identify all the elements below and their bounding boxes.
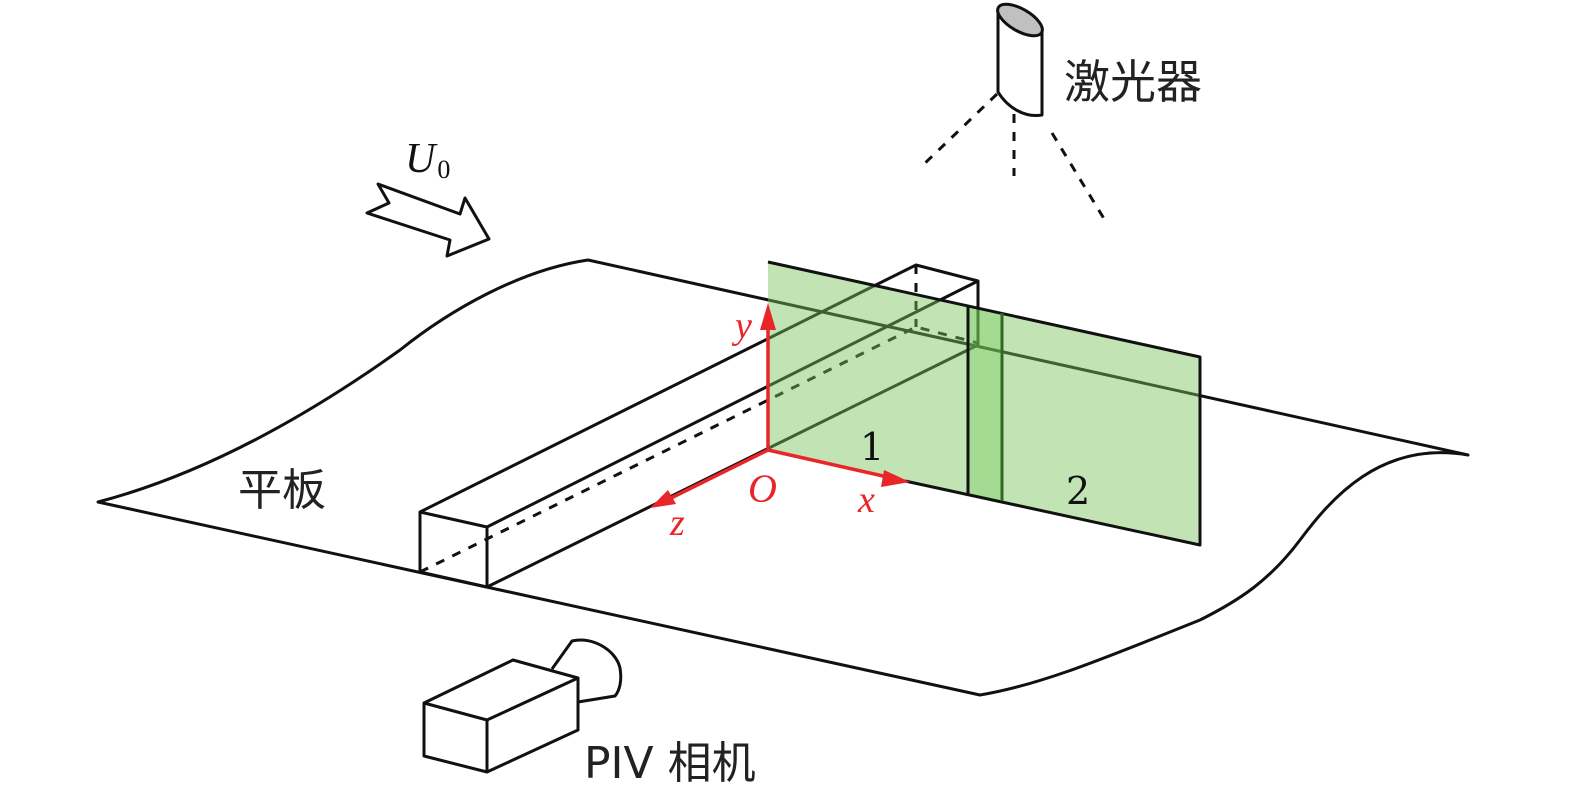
velocity-label: U0 (405, 136, 450, 184)
plate-label: 平板 (238, 465, 326, 516)
flat-plate (96, 258, 1470, 697)
flow-arrow-icon (365, 182, 491, 258)
square-bar (418, 263, 980, 589)
axis-z-label: z (669, 502, 685, 544)
origin-label: O (748, 466, 777, 511)
axis-x-label: x (857, 479, 875, 521)
measurement-strip (968, 306, 1002, 501)
laser-label: 激光器 (1064, 55, 1202, 109)
laser-icon (920, 2, 1108, 223)
region-2-label: 2 (1066, 469, 1090, 513)
laser-sheet (767, 260, 1202, 547)
camera-icon (422, 638, 623, 774)
coordinate-axes (650, 303, 910, 508)
camera-label: PIV 相机 (584, 738, 756, 789)
region-1-label: 1 (860, 425, 884, 469)
axis-y-label: y (731, 305, 752, 347)
